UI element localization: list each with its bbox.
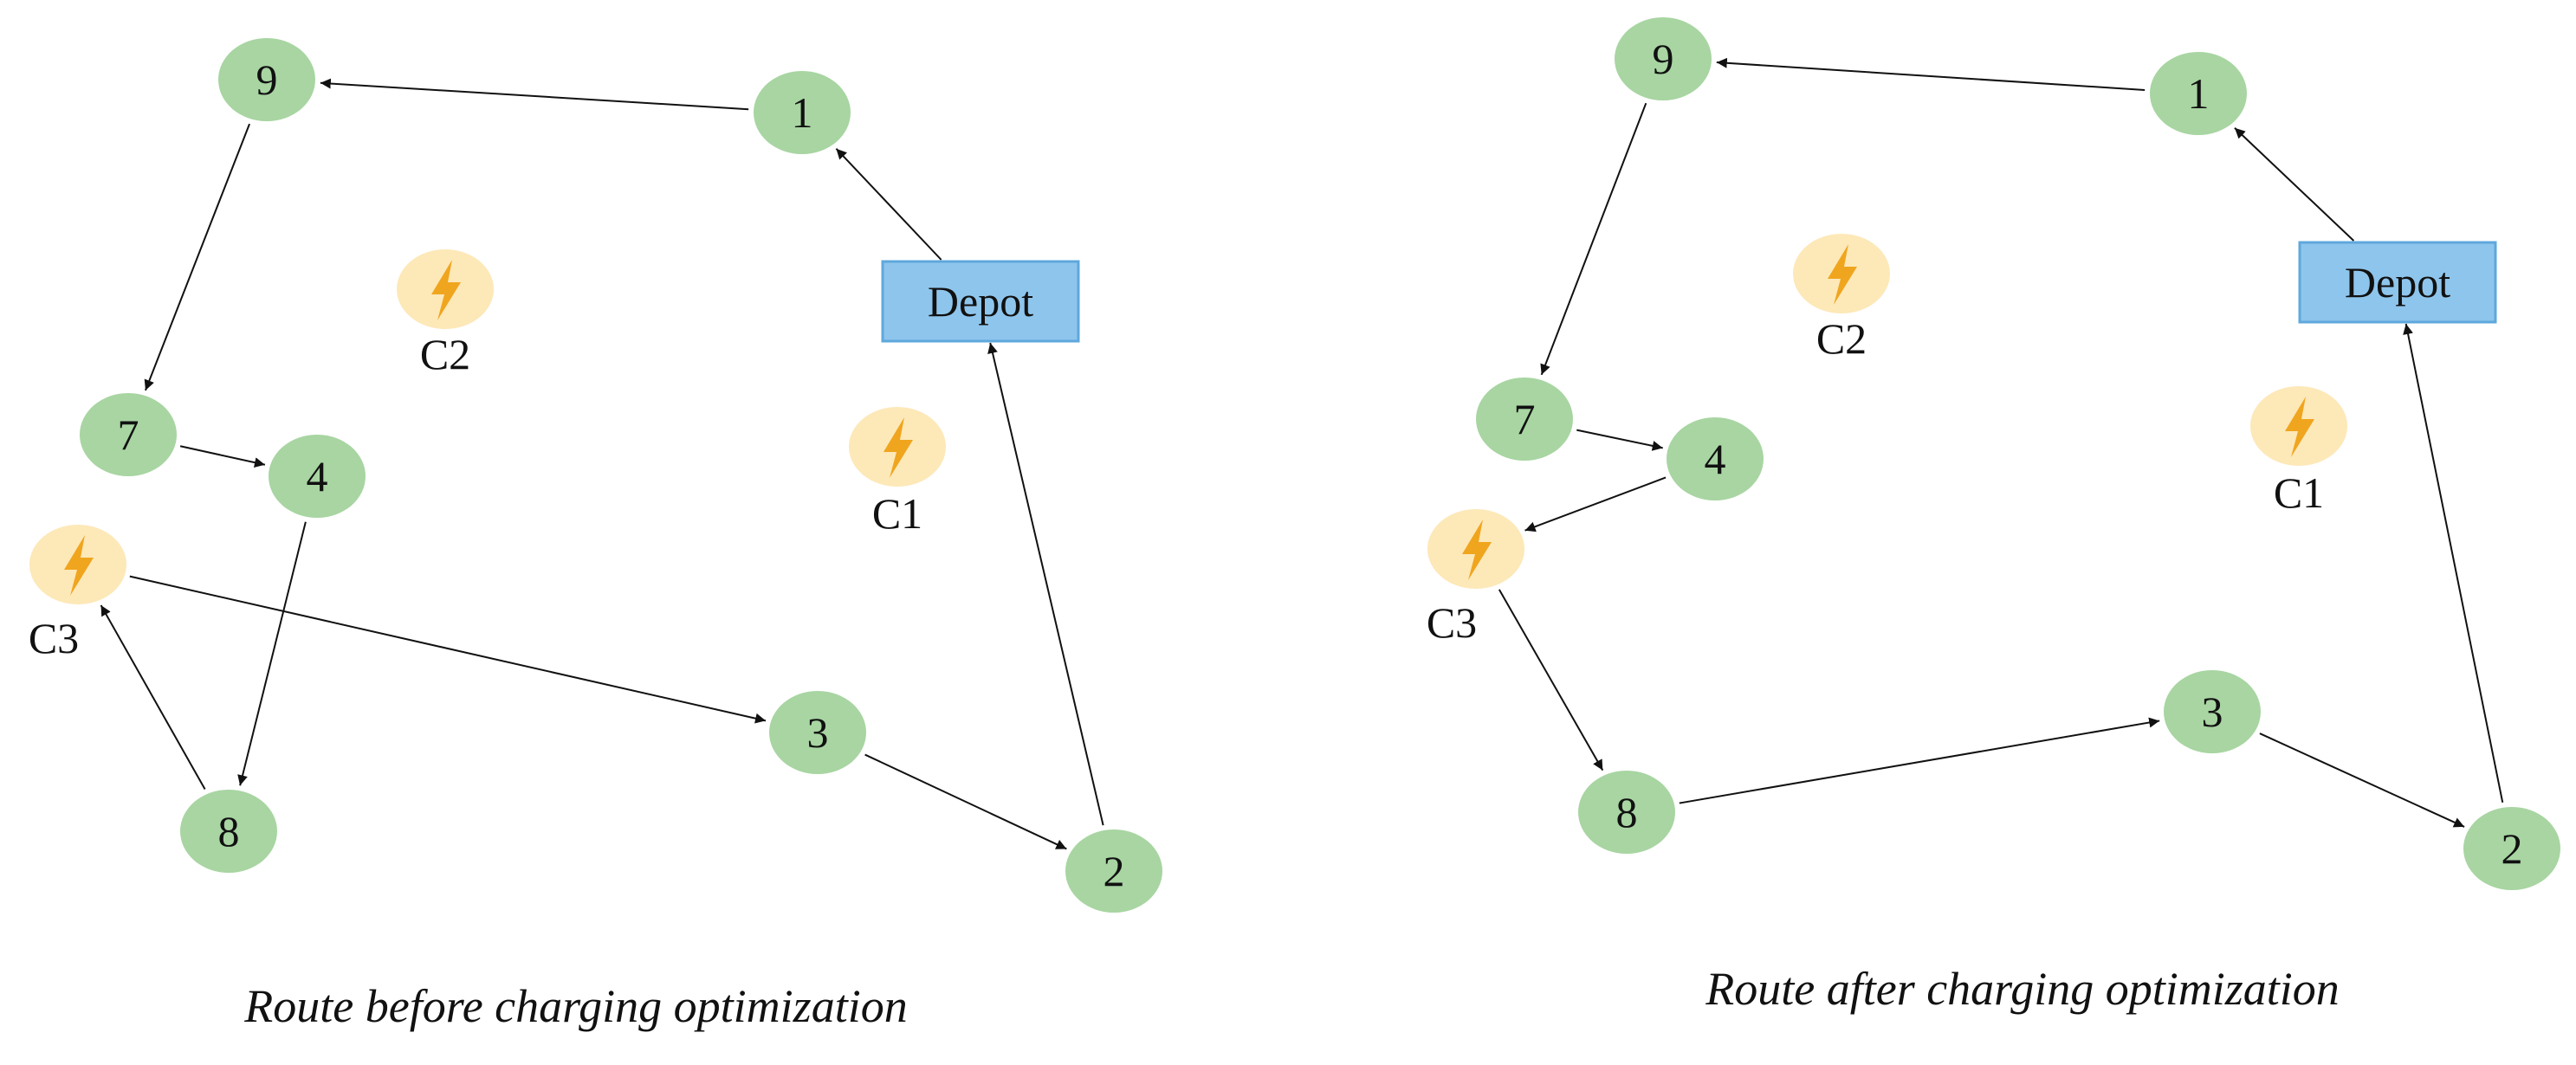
depot-box [2298, 241, 2497, 324]
customer-circle [1667, 417, 1764, 500]
edge-c3-to-8 [1498, 589, 1604, 771]
caption-after: Route after charging optimization [1705, 963, 2339, 1015]
station-label: C1 [872, 489, 922, 538]
customer-label: 3 [2202, 687, 2223, 736]
customer-node-4: 4 [269, 435, 366, 518]
customer-label: 2 [2502, 824, 2523, 873]
customer-circle [80, 393, 177, 476]
station-label: C2 [420, 330, 470, 378]
edge-1-to-9 [1716, 57, 2146, 91]
edge-depot-to-1 [835, 148, 942, 261]
depot-node: Depot [881, 260, 1080, 343]
customer-label: 7 [118, 410, 139, 459]
charging-station-c1: C1 [2250, 386, 2347, 517]
customer-circle [2150, 52, 2247, 135]
lightning-bolt-icon [883, 417, 913, 478]
station-label: C2 [1816, 314, 1867, 363]
edges-before [100, 78, 1104, 850]
edge-1-to-9 [320, 78, 749, 111]
customer-circle [1615, 17, 1712, 100]
customer-node-1: 1 [754, 71, 851, 154]
customer-circle [218, 38, 315, 121]
edge-8-to-c3 [100, 604, 206, 791]
edge-2-to-depot [2403, 323, 2504, 804]
edge-8-to-3 [1679, 717, 2160, 804]
lightning-bolt-icon [1462, 520, 1492, 580]
caption-before: Route before charging optimization [243, 980, 907, 1032]
edge-9-to-7 [1540, 102, 1647, 376]
edge-3-to-2 [864, 753, 1067, 850]
lightning-bolt-icon [1828, 244, 1857, 305]
customer-node-8: 8 [180, 790, 277, 873]
customer-circle [1578, 771, 1675, 854]
charging-station-c1: C1 [849, 407, 946, 538]
customer-node-8: 8 [1578, 771, 1675, 854]
station-label: C3 [29, 614, 79, 662]
customer-label: 4 [1705, 435, 1726, 483]
station-label: C3 [1427, 598, 1477, 647]
edge-4-to-8 [237, 521, 307, 786]
edge-c3-to-3 [129, 575, 767, 724]
customer-node-9: 9 [218, 38, 315, 121]
edge-depot-to-1 [2234, 127, 2355, 242]
lightning-bolt-icon [431, 260, 461, 320]
customer-label: 9 [256, 55, 278, 104]
charging-station-c2: C2 [397, 249, 494, 378]
customer-circle [754, 71, 851, 154]
lightning-bolt-icon [64, 535, 94, 596]
customer-node-9: 9 [1615, 17, 1712, 100]
customer-label: 1 [2188, 69, 2210, 118]
customer-circle [269, 435, 366, 518]
customer-label: 2 [1104, 847, 1125, 895]
customer-label: 3 [807, 708, 829, 757]
customer-node-3: 3 [769, 691, 866, 774]
customer-circle [2463, 807, 2560, 890]
edge-7-to-4 [179, 445, 266, 468]
depot-label: Depot [2345, 258, 2450, 307]
customer-label: 4 [307, 452, 328, 500]
customer-node-1: 1 [2150, 52, 2247, 135]
customer-node-7: 7 [1476, 378, 1573, 461]
edges-after [1498, 57, 2504, 828]
customer-label: 8 [1616, 788, 1638, 836]
customer-label: 1 [792, 88, 813, 137]
depot-box [881, 260, 1080, 343]
charging-station-c2: C2 [1793, 234, 1890, 363]
edge-3-to-2 [2259, 733, 2465, 828]
edge-2-to-depot [987, 342, 1104, 826]
customer-node-4: 4 [1667, 417, 1764, 500]
customer-label: 7 [1514, 395, 1536, 443]
edge-4-to-c3 [1524, 476, 1667, 532]
customer-node-2: 2 [2463, 807, 2560, 890]
depot-node: Depot [2298, 241, 2497, 324]
charging-station-c3: C3 [1427, 509, 1524, 647]
customer-circle [2164, 670, 2261, 753]
customer-node-2: 2 [1065, 829, 1162, 913]
customer-label: 9 [1653, 35, 1674, 83]
charging-station-c3: C3 [29, 525, 126, 662]
edge-9-to-7 [144, 123, 250, 391]
edge-7-to-4 [1576, 429, 1663, 451]
depot-label: Depot [928, 277, 1033, 326]
lightning-bolt-icon [2285, 397, 2314, 457]
customer-circle [769, 691, 866, 774]
customer-circle [180, 790, 277, 873]
customer-circle [1065, 829, 1162, 913]
customer-node-7: 7 [80, 393, 177, 476]
customer-label: 8 [218, 807, 240, 855]
customer-node-3: 3 [2164, 670, 2261, 753]
station-label: C1 [2274, 468, 2324, 517]
customer-circle [1476, 378, 1573, 461]
